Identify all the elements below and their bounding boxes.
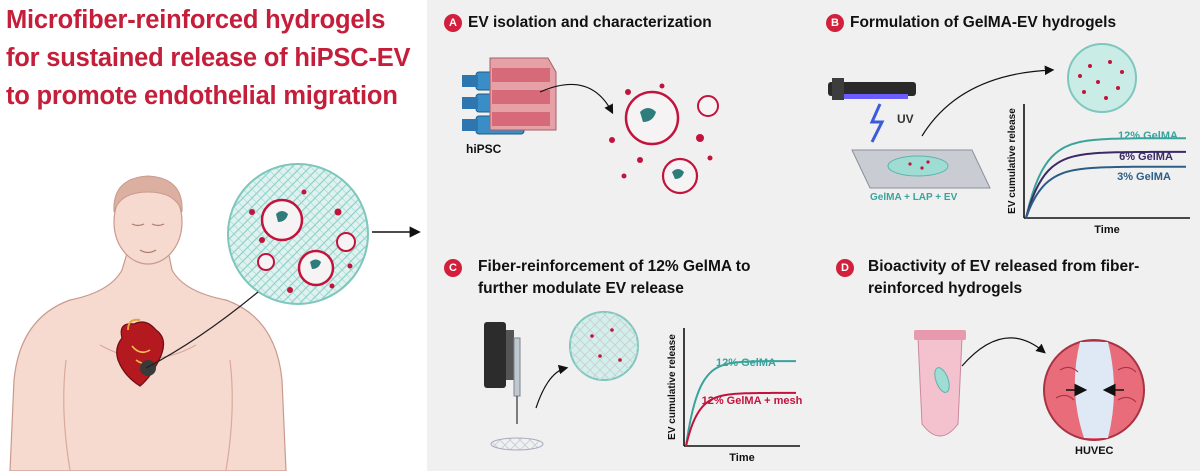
series-label-1: 12% GelMA + mesh — [702, 395, 803, 407]
cell-flask-icon — [462, 57, 557, 135]
panel-d-title-line-1: Bioactivity of EV released from fiber- — [868, 258, 1140, 275]
badge-c: C — [444, 259, 462, 277]
extracellular-vesicles-icon — [609, 83, 719, 195]
series-line-2 — [1025, 165, 1186, 219]
series-label-1: 6% GelMA — [1119, 151, 1173, 163]
x-axis-label: Time — [729, 452, 754, 464]
huvec-label: HUVEC — [1075, 445, 1114, 457]
flow-arrow — [921, 65, 1055, 137]
series-line-0 — [1025, 137, 1186, 219]
panel-a-title: EV isolation and characterization — [468, 14, 712, 31]
mix-label: GelMA + LAP + EV — [870, 192, 958, 203]
hydrogel-dish-icon — [851, 149, 991, 189]
badge-a: A — [444, 14, 462, 32]
x-axis-label: Time — [1094, 224, 1119, 236]
badge-d: D — [836, 259, 854, 277]
series-line-0 — [685, 360, 796, 447]
flow-arrow — [539, 83, 614, 115]
title-line-2: for sustained release of hiPSC-EV — [6, 44, 411, 72]
fiber-mesh-hydrogel-icon — [569, 311, 639, 381]
series-line-1 — [685, 391, 796, 447]
hipsc-label: hiPSC — [466, 142, 502, 156]
series-label-0: 12% GelMA — [716, 357, 776, 369]
chart-c: Time EV cumulative release 12% GelMA 12% Ge… — [667, 328, 803, 464]
huvec-culture-icon — [1043, 339, 1145, 441]
y-axis-label: EV cumulative release — [667, 334, 678, 440]
chart-b: Time EV cumulative release 12% GelMA 6% Gel… — [1007, 104, 1190, 236]
tube-icon — [914, 330, 966, 437]
title-line-1: Microfiber-reinforced hydrogels — [6, 6, 386, 34]
panel-d-title-line-2: reinforced hydrogels — [868, 280, 1023, 297]
hydrogel-disc-icon — [1067, 43, 1137, 113]
y-axis-label: EV cumulative release — [1007, 108, 1018, 214]
electrospinning-device-icon — [484, 322, 544, 451]
series-label-0: 12% GelMA — [1118, 130, 1178, 142]
series-label-2: 3% GelMA — [1117, 171, 1171, 183]
series-line-1 — [1025, 150, 1186, 219]
panel-c-title-line-2: further modulate EV release — [478, 280, 684, 297]
uv-label: UV — [897, 112, 914, 126]
panel-b-title: Formulation of GelMA-EV hydrogels — [850, 14, 1117, 31]
uv-lamp-icon — [828, 78, 916, 143]
flow-arrow — [535, 364, 569, 409]
title-line-3: to promote endothelial migration — [6, 82, 398, 110]
panel-c-title-line-1: Fiber-reinforcement of 12% GelMA to — [478, 258, 751, 275]
zoom-line — [145, 291, 259, 369]
flow-arrow — [961, 337, 1046, 367]
badge-b: B — [826, 14, 844, 32]
hydrogel-magnified-icon — [227, 163, 369, 305]
